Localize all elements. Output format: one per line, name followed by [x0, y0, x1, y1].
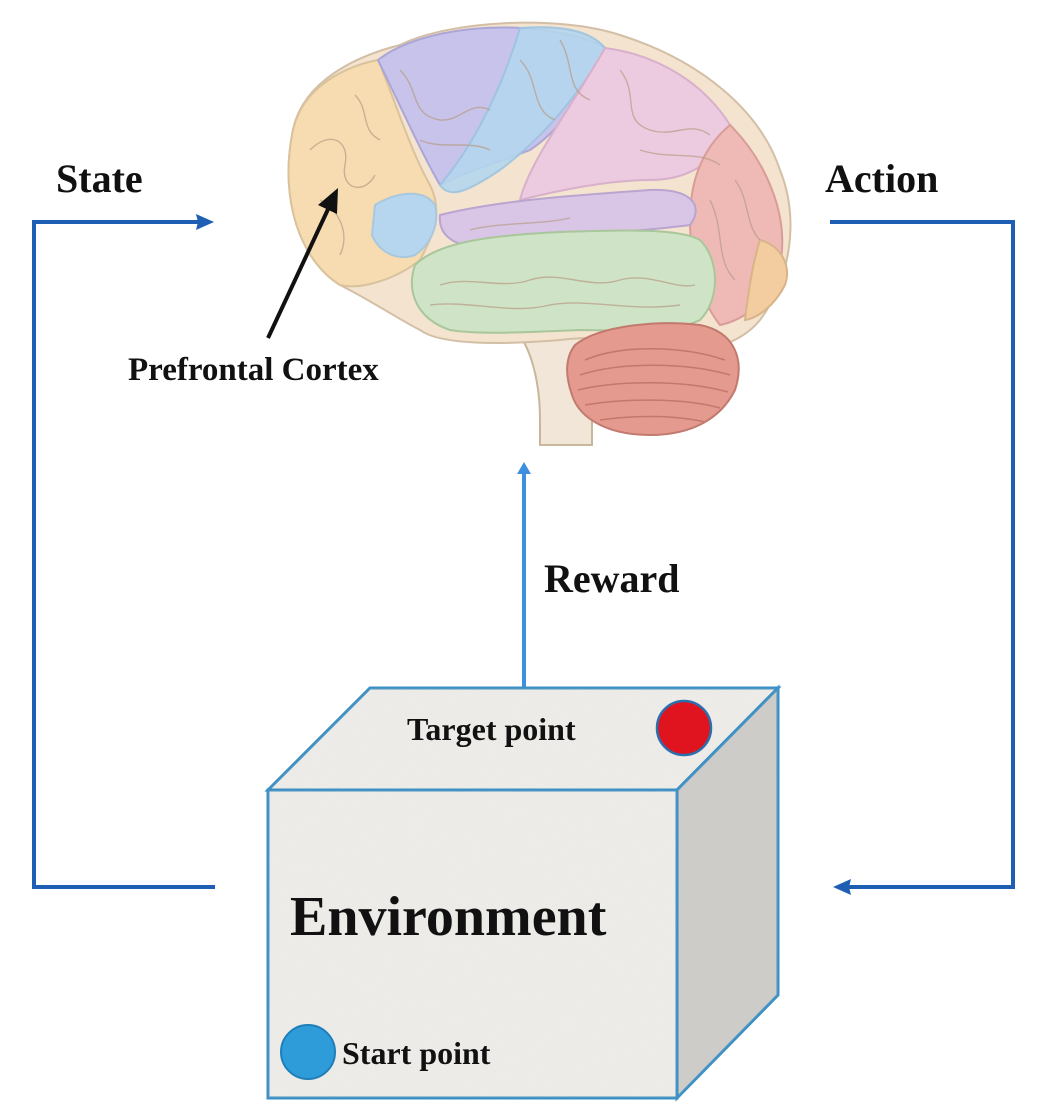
start-point-dot — [280, 1024, 336, 1080]
environment-cube: Environment Target point Start point — [264, 684, 782, 1102]
action-label: Action — [825, 156, 938, 201]
target-point-dot — [655, 699, 713, 757]
reward-arrowhead — [517, 462, 531, 474]
state-arrow: State — [32, 156, 215, 889]
cube-side-texture — [677, 688, 778, 1098]
reward-label: Reward — [544, 556, 680, 601]
inferior-frontal-region — [370, 192, 438, 258]
cerebellum — [566, 322, 740, 437]
gyri-lines — [309, 39, 761, 310]
brain-illustration — [287, 21, 792, 446]
prefrontal-pointer: Prefrontal Cortex — [128, 188, 379, 388]
reward-arrow: Reward — [517, 462, 680, 688]
cube-front-texture — [268, 790, 677, 1098]
prefrontal-cortex-label: Prefrontal Cortex — [128, 352, 379, 388]
state-arrow-path — [32, 220, 215, 889]
cube-top-texture — [268, 688, 778, 790]
pointer-arrowhead — [318, 188, 338, 214]
cerebellum-folia — [577, 348, 731, 423]
action-arrow-path — [830, 220, 1015, 889]
motor-cortex-region — [438, 26, 607, 194]
start-point-label: Start point — [342, 1035, 491, 1071]
state-arrowhead — [196, 214, 214, 230]
action-arrowhead — [833, 879, 851, 895]
association-area — [518, 46, 732, 202]
occipital-tip — [743, 238, 788, 322]
state-label: State — [56, 156, 143, 201]
action-arrow: Action — [825, 156, 1015, 895]
target-point-label: Target point — [407, 711, 576, 747]
pointer-arrow-line — [266, 204, 332, 339]
environment-label: Environment — [290, 886, 607, 948]
